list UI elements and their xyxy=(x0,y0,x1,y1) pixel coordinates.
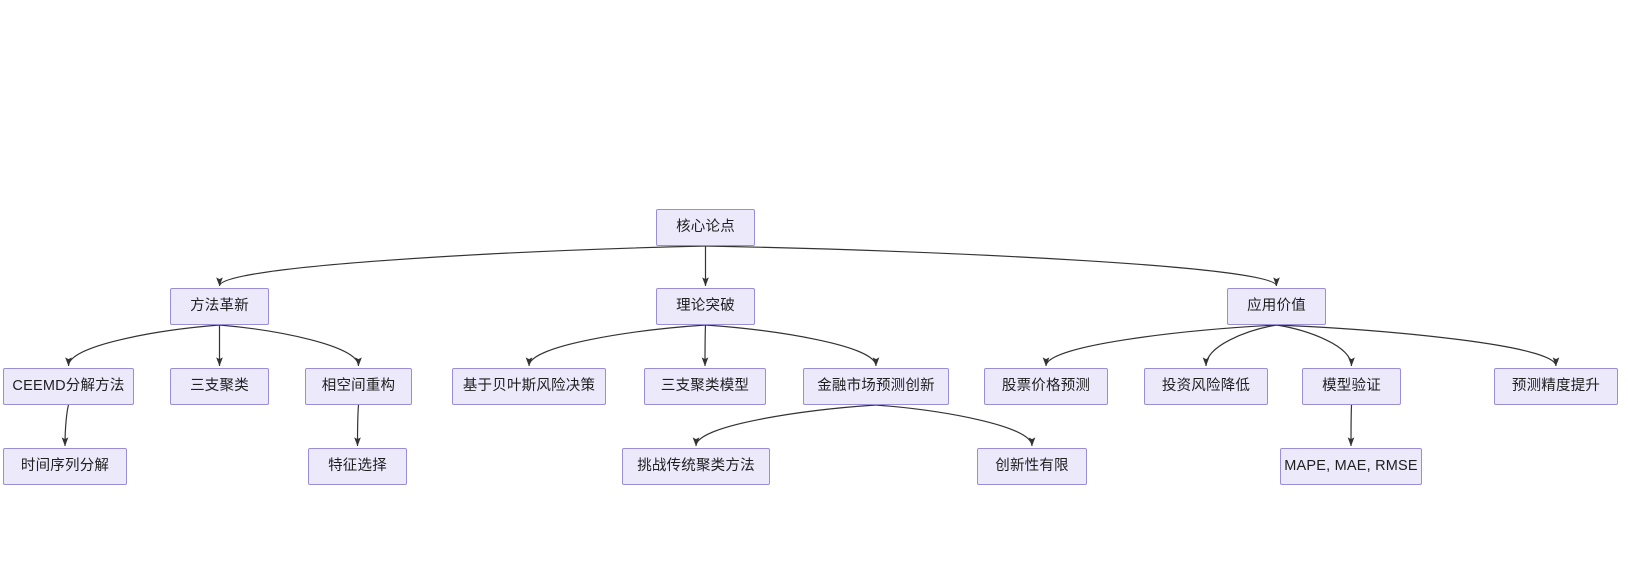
flowchart-node[interactable]: 模型验证 xyxy=(1302,368,1401,405)
flowchart-node[interactable]: 挑战传统聚类方法 xyxy=(622,448,770,485)
flowchart-node[interactable]: 相空间重构 xyxy=(305,368,412,405)
flowchart-node[interactable]: 基于贝叶斯风险决策 xyxy=(452,368,606,405)
flowchart-node-label: CEEMD分解方法 xyxy=(12,378,125,395)
flowchart-node-label: 核心论点 xyxy=(676,219,735,236)
flowchart-node-label: 应用价值 xyxy=(1247,298,1306,315)
flowchart-node-label: MAPE, MAE, RMSE xyxy=(1284,458,1418,475)
flowchart-node-label: 理论突破 xyxy=(676,298,735,315)
flowchart-node[interactable]: 理论突破 xyxy=(656,288,755,325)
flowchart-node-label: 三支聚类模型 xyxy=(660,378,750,395)
flowchart-node[interactable]: 股票价格预测 xyxy=(984,368,1108,405)
flowchart-node-label: 特征选择 xyxy=(328,458,387,475)
flowchart-node-label: 股票价格预测 xyxy=(1001,378,1091,395)
flowchart-node[interactable]: 方法革新 xyxy=(170,288,269,325)
flowchart-node[interactable]: 核心论点 xyxy=(656,209,755,246)
flowchart-node[interactable]: 三支聚类模型 xyxy=(644,368,766,405)
flowchart-node[interactable]: 时间序列分解 xyxy=(3,448,127,485)
flowchart-node[interactable]: 金融市场预测创新 xyxy=(803,368,949,405)
flowchart-node[interactable]: CEEMD分解方法 xyxy=(3,368,134,405)
flowchart-node-label: 模型验证 xyxy=(1322,378,1381,395)
flowchart-node-label: 投资风险降低 xyxy=(1161,378,1251,395)
flowchart-node[interactable]: 创新性有限 xyxy=(977,448,1087,485)
flowchart-node-label: 方法革新 xyxy=(190,298,249,315)
flowchart-node-label: 相空间重构 xyxy=(321,378,396,395)
flowchart-node-label: 基于贝叶斯风险决策 xyxy=(462,378,596,395)
flowchart-node-label: 挑战传统聚类方法 xyxy=(637,458,755,475)
flowchart-node[interactable]: 应用价值 xyxy=(1227,288,1326,325)
flowchart-node[interactable]: MAPE, MAE, RMSE xyxy=(1280,448,1422,485)
flowchart-node[interactable]: 预测精度提升 xyxy=(1494,368,1618,405)
flowchart-node-label: 预测精度提升 xyxy=(1511,378,1601,395)
flowchart-node-label: 时间序列分解 xyxy=(20,458,110,475)
flowchart-node-label: 创新性有限 xyxy=(995,458,1069,475)
flowchart-node-label: 金融市场预测创新 xyxy=(817,378,935,395)
flowchart-node[interactable]: 特征选择 xyxy=(308,448,407,485)
flowchart-node[interactable]: 投资风险降低 xyxy=(1144,368,1268,405)
flowchart-node[interactable]: 三支聚类 xyxy=(170,368,269,405)
flowchart-node-label: 三支聚类 xyxy=(190,378,249,395)
